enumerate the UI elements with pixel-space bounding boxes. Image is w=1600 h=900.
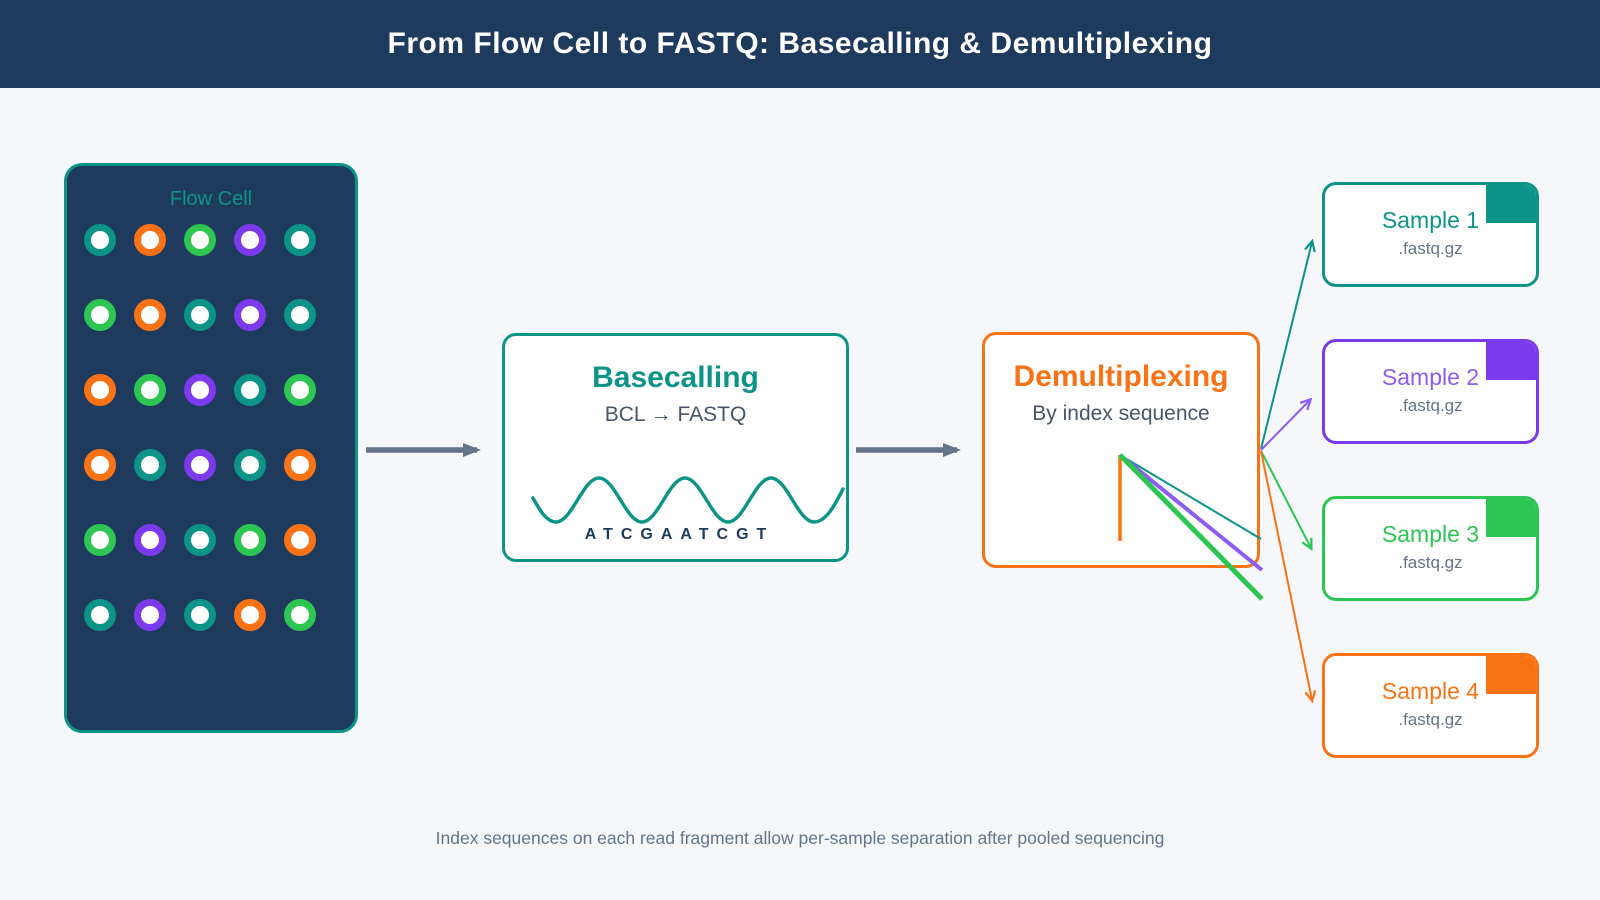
arrow-to-sample-2	[1260, 400, 1310, 451]
basecalling-box: Basecalling BCL → FASTQ ATCGAATCGT	[502, 333, 849, 562]
flow-cell-dot-purple	[184, 374, 216, 406]
fastq-filename: .fastq.gz	[1398, 553, 1463, 572]
flow-cell-dot-purple	[134, 599, 166, 631]
flow-cell-dot-purple	[134, 524, 166, 556]
base-sequence-text: ATCGAATCGT	[584, 526, 775, 543]
flow-cell-dot-green	[84, 524, 116, 556]
basecalling-subtitle: BCL → FASTQ	[604, 403, 747, 426]
sample-label: Sample 2	[1381, 364, 1480, 390]
flow-cell-dot-teal	[234, 374, 266, 406]
flow-cell-dot-green	[284, 374, 316, 406]
flow-cell-dot-teal	[184, 524, 216, 556]
flow-cell-dot-teal	[184, 599, 216, 631]
flow-cell-dot-green	[234, 524, 266, 556]
sample-label: Sample 3	[1381, 521, 1480, 547]
flow-cell-dot-teal	[84, 224, 116, 256]
corner-tab	[1486, 185, 1536, 223]
flow-cell-dot-orange	[134, 299, 166, 331]
page-title: From Flow Cell to FASTQ: Basecalling & D…	[387, 27, 1213, 60]
demultiplexing-subtitle: By index sequence	[1032, 402, 1210, 425]
arrow-to-sample-1	[1260, 242, 1312, 450]
flow-cell-dot-orange	[234, 599, 266, 631]
flow-cell-dot-green	[134, 374, 166, 406]
flow-cell-dot-purple	[234, 299, 266, 331]
flow-cell-dot-orange	[284, 449, 316, 481]
flow-cell-dot-green	[184, 224, 216, 256]
flow-cell-dot-teal	[184, 299, 216, 331]
title-bar: From Flow Cell to FASTQ: Basecalling & D…	[0, 0, 1600, 88]
sample-card-2: Sample 2 .fastq.gz	[1322, 339, 1539, 444]
flow-cell-dot-orange	[84, 449, 116, 481]
flow-cell-dot-teal	[134, 449, 166, 481]
sample-card-3: Sample 3 .fastq.gz	[1322, 496, 1539, 601]
arrow-to-sample-4	[1260, 450, 1312, 700]
arrow-to-sample-3	[1260, 450, 1311, 548]
demultiplexing-title: Demultiplexing	[1013, 360, 1229, 393]
flow-cell-dot-teal	[84, 599, 116, 631]
flow-cell-dot-orange	[134, 224, 166, 256]
corner-tab	[1486, 342, 1536, 380]
flow-cell-dot-orange	[284, 524, 316, 556]
flow-cell-dot-purple	[184, 449, 216, 481]
flow-cell-label: Flow Cell	[169, 188, 253, 210]
flow-cell-dot-teal	[284, 299, 316, 331]
fastq-filename: .fastq.gz	[1398, 239, 1463, 258]
fastq-filename: .fastq.gz	[1398, 710, 1463, 729]
fastq-filename: .fastq.gz	[1398, 396, 1463, 415]
flow-cell-dot-teal	[284, 224, 316, 256]
sample-label: Sample 4	[1381, 678, 1480, 704]
flow-cell-dot-green	[84, 299, 116, 331]
flow-cell-dot-teal	[234, 449, 266, 481]
flow-cell-dot-green	[284, 599, 316, 631]
sample-label: Sample 1	[1381, 207, 1480, 233]
flow-cell-dot-grid	[84, 224, 316, 631]
corner-tab	[1486, 656, 1536, 694]
caption: Index sequences on each read fragment al…	[435, 828, 1165, 848]
sample-card-4: Sample 4 .fastq.gz	[1322, 653, 1539, 758]
flow-cell-dot-orange	[84, 374, 116, 406]
sample-card-1: Sample 1 .fastq.gz	[1322, 182, 1539, 287]
flow-cell-dot-purple	[234, 224, 266, 256]
demultiplexing-box: Demultiplexing By index sequence	[982, 332, 1260, 568]
corner-tab	[1486, 499, 1536, 537]
flow-cell-panel: Flow Cell	[64, 163, 358, 733]
basecalling-title: Basecalling	[592, 361, 759, 394]
